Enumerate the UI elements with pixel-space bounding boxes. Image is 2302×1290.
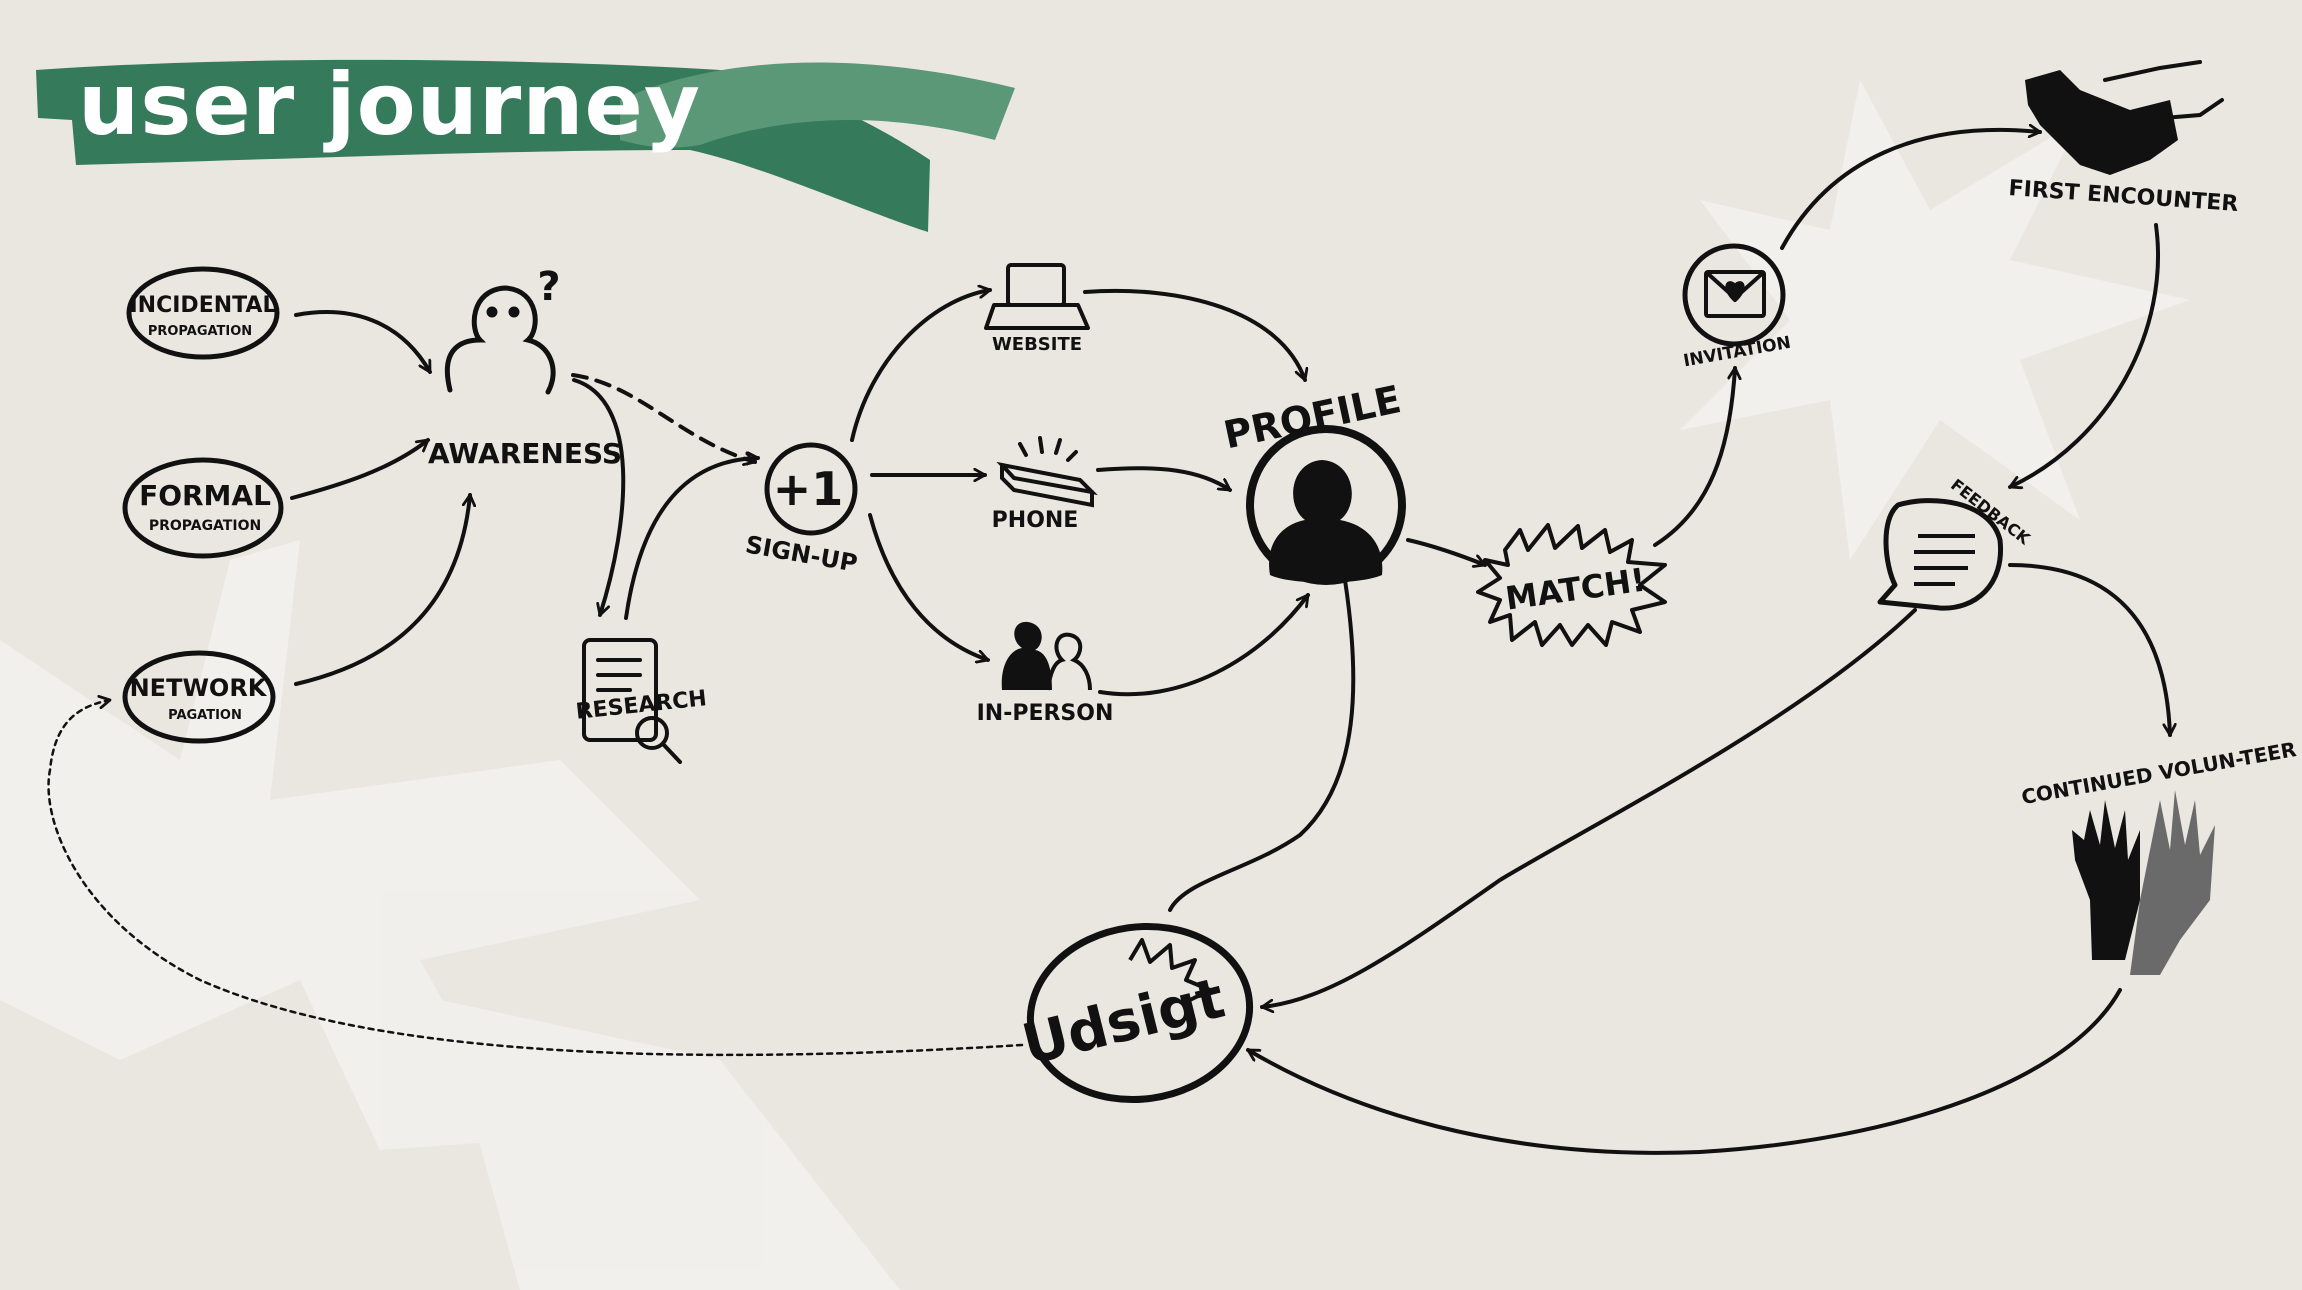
envelope-heart-icon	[1682, 243, 1786, 347]
node-network: NETWORK PAGATION	[122, 650, 276, 744]
edge-signup-website	[850, 290, 992, 442]
background-watermark	[0, 80, 2190, 1290]
incidental-label: INCIDENTAL	[130, 293, 277, 318]
edge-formal-awareness	[290, 438, 430, 500]
match-label: MATCH!	[1503, 560, 1648, 617]
page-title: user journey	[78, 55, 701, 155]
profile-avatar-icon	[1246, 425, 1406, 585]
edge-signup-inperson	[868, 513, 990, 660]
edge-feedback-udsigt	[1260, 608, 1917, 1007]
edge-inperson-profile	[1098, 593, 1310, 697]
udsigt-label: Udsigt	[1016, 966, 1231, 1079]
node-incidental: INCIDENTAL PROPAGATION	[126, 266, 280, 360]
edge-incidental-awareness	[294, 310, 432, 374]
edge-profile-match	[1406, 538, 1487, 565]
title-brush	[36, 59, 1015, 233]
edge-research-signup	[624, 458, 760, 620]
person-question-icon	[444, 285, 556, 395]
edge-profile-udsigt	[1168, 578, 1356, 912]
phone-icon	[996, 436, 1098, 508]
first-encounter-label: FIRST ENCOUNTER	[2008, 176, 2239, 217]
people-icon	[1001, 621, 1092, 691]
formal-label: FORMAL	[139, 479, 271, 512]
edge-match-invitation	[1653, 366, 1735, 547]
network-sub: PAGATION	[168, 708, 242, 723]
incidental-sub: PROPAGATION	[148, 324, 252, 339]
signup-badge-text: +1	[773, 462, 844, 516]
raised-hands-icon	[2072, 790, 2215, 975]
connectors	[47, 130, 2170, 1155]
network-label: NETWORK	[130, 674, 268, 702]
phone-label: PHONE	[992, 508, 1079, 533]
edge-continued-udsigt	[1246, 988, 2122, 1155]
match-burst: MATCH!	[1476, 523, 1667, 647]
edge-website-profile	[1083, 288, 1305, 382]
signup-label: SIGN-UP	[743, 531, 859, 578]
edge-awareness-research	[572, 378, 626, 617]
speech-bubble-icon	[1877, 498, 2004, 611]
edge-invitation-encounter	[1780, 130, 2042, 250]
signup-badge: +1	[764, 442, 858, 536]
edge-phone-profile	[1096, 466, 1232, 492]
edge-awareness-signup	[571, 373, 757, 462]
research-label: RESEARCH	[575, 686, 708, 725]
continued-label: CONTINUED VOLUN-TEER	[2020, 737, 2299, 809]
formal-sub: PROPAGATION	[149, 518, 261, 534]
edge-feedback-continued	[2008, 563, 2170, 737]
node-formal: FORMAL PROPAGATION	[122, 457, 284, 559]
website-label: WEBSITE	[992, 334, 1082, 355]
awareness-question-mark: ?	[537, 264, 560, 310]
document-magnifier-icon	[582, 638, 682, 764]
burst-icon	[1128, 938, 1212, 1002]
edge-encounter-feedback	[2008, 223, 2161, 487]
edge-network-awareness	[294, 493, 470, 686]
udsigt-node: Udsigt	[1016, 922, 1254, 1104]
handshake-icon	[2025, 60, 2224, 175]
edge-udsigt-network	[47, 700, 1024, 1057]
inperson-label: IN-PERSON	[977, 701, 1114, 726]
laptop-icon	[984, 263, 1090, 330]
awareness-label: AWARENESS	[428, 437, 622, 470]
